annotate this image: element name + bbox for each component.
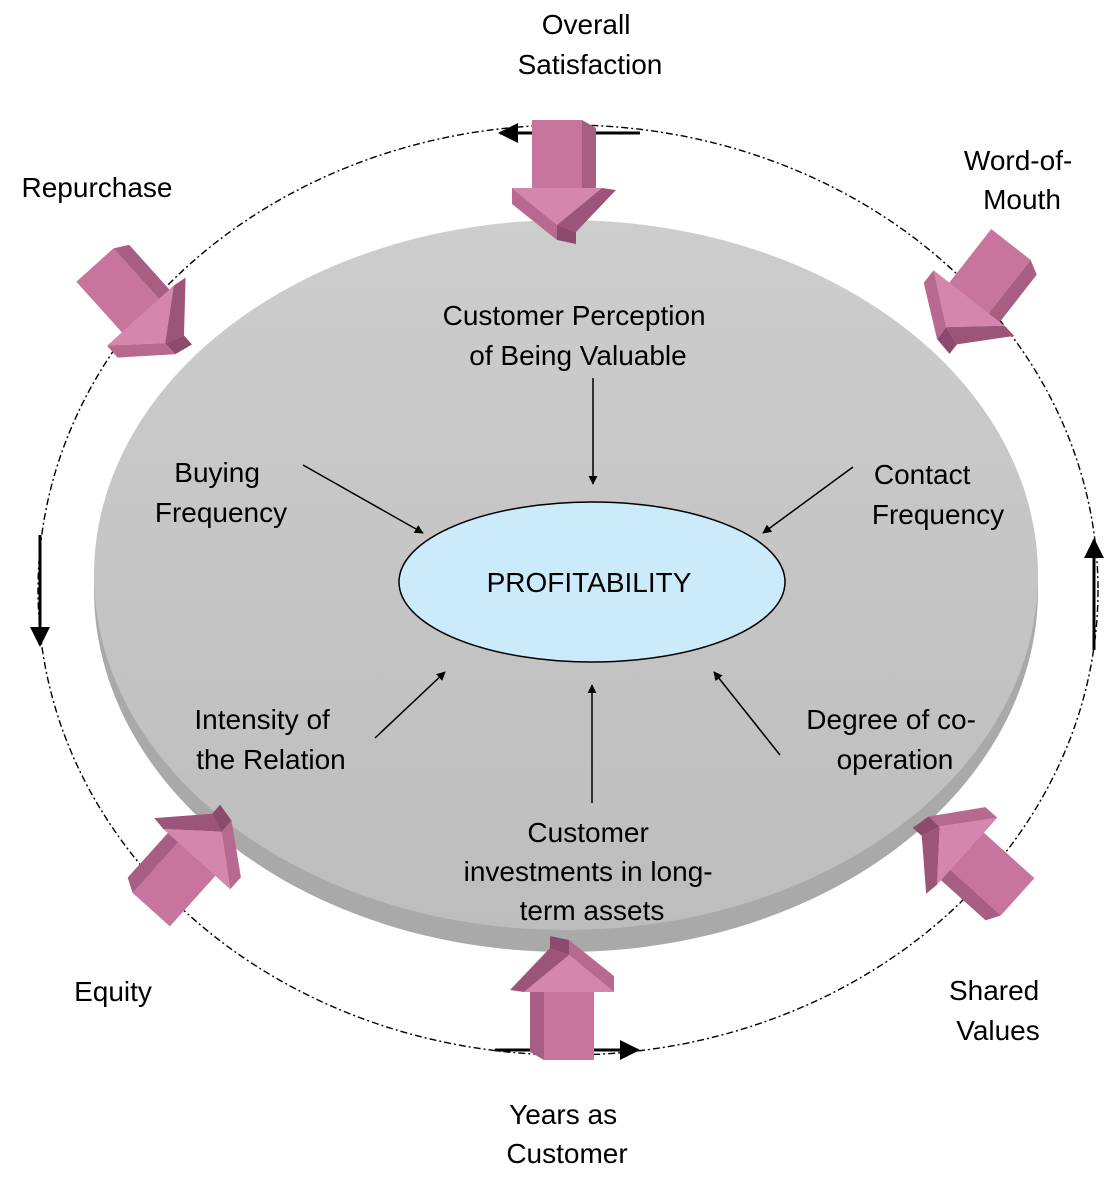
label-years-as-customer: Years as Customer [506,1099,627,1169]
label-buying-frequency: Buying Frequency [155,457,287,528]
label-overall-satisfaction: Overall Satisfaction [518,9,663,80]
label-cooperation: Degree of co- operation [806,704,983,775]
label-repurchase: Repurchase [22,172,173,203]
arrow-cooperation [713,671,781,756]
arrow-buying [302,464,424,534]
label-investments: Customer investments in long- term asset… [464,817,721,926]
arrow-intensity [374,671,446,739]
label-word-of-mouth: Word-of- Mouth [964,145,1080,215]
label-equity: Equity [74,976,152,1007]
label-perception: Customer Perception of Being Valuable [443,300,714,371]
label-intensity: Intensity of the Relation [194,704,345,775]
arrow-contact [762,466,854,534]
label-contact-frequency: Contact Frequency [872,459,1004,530]
label-shared-values: Shared Values [949,975,1047,1046]
arrow-years [510,936,614,1060]
profitability-label: PROFITABILITY [487,567,692,598]
profitability-node [398,501,786,663]
